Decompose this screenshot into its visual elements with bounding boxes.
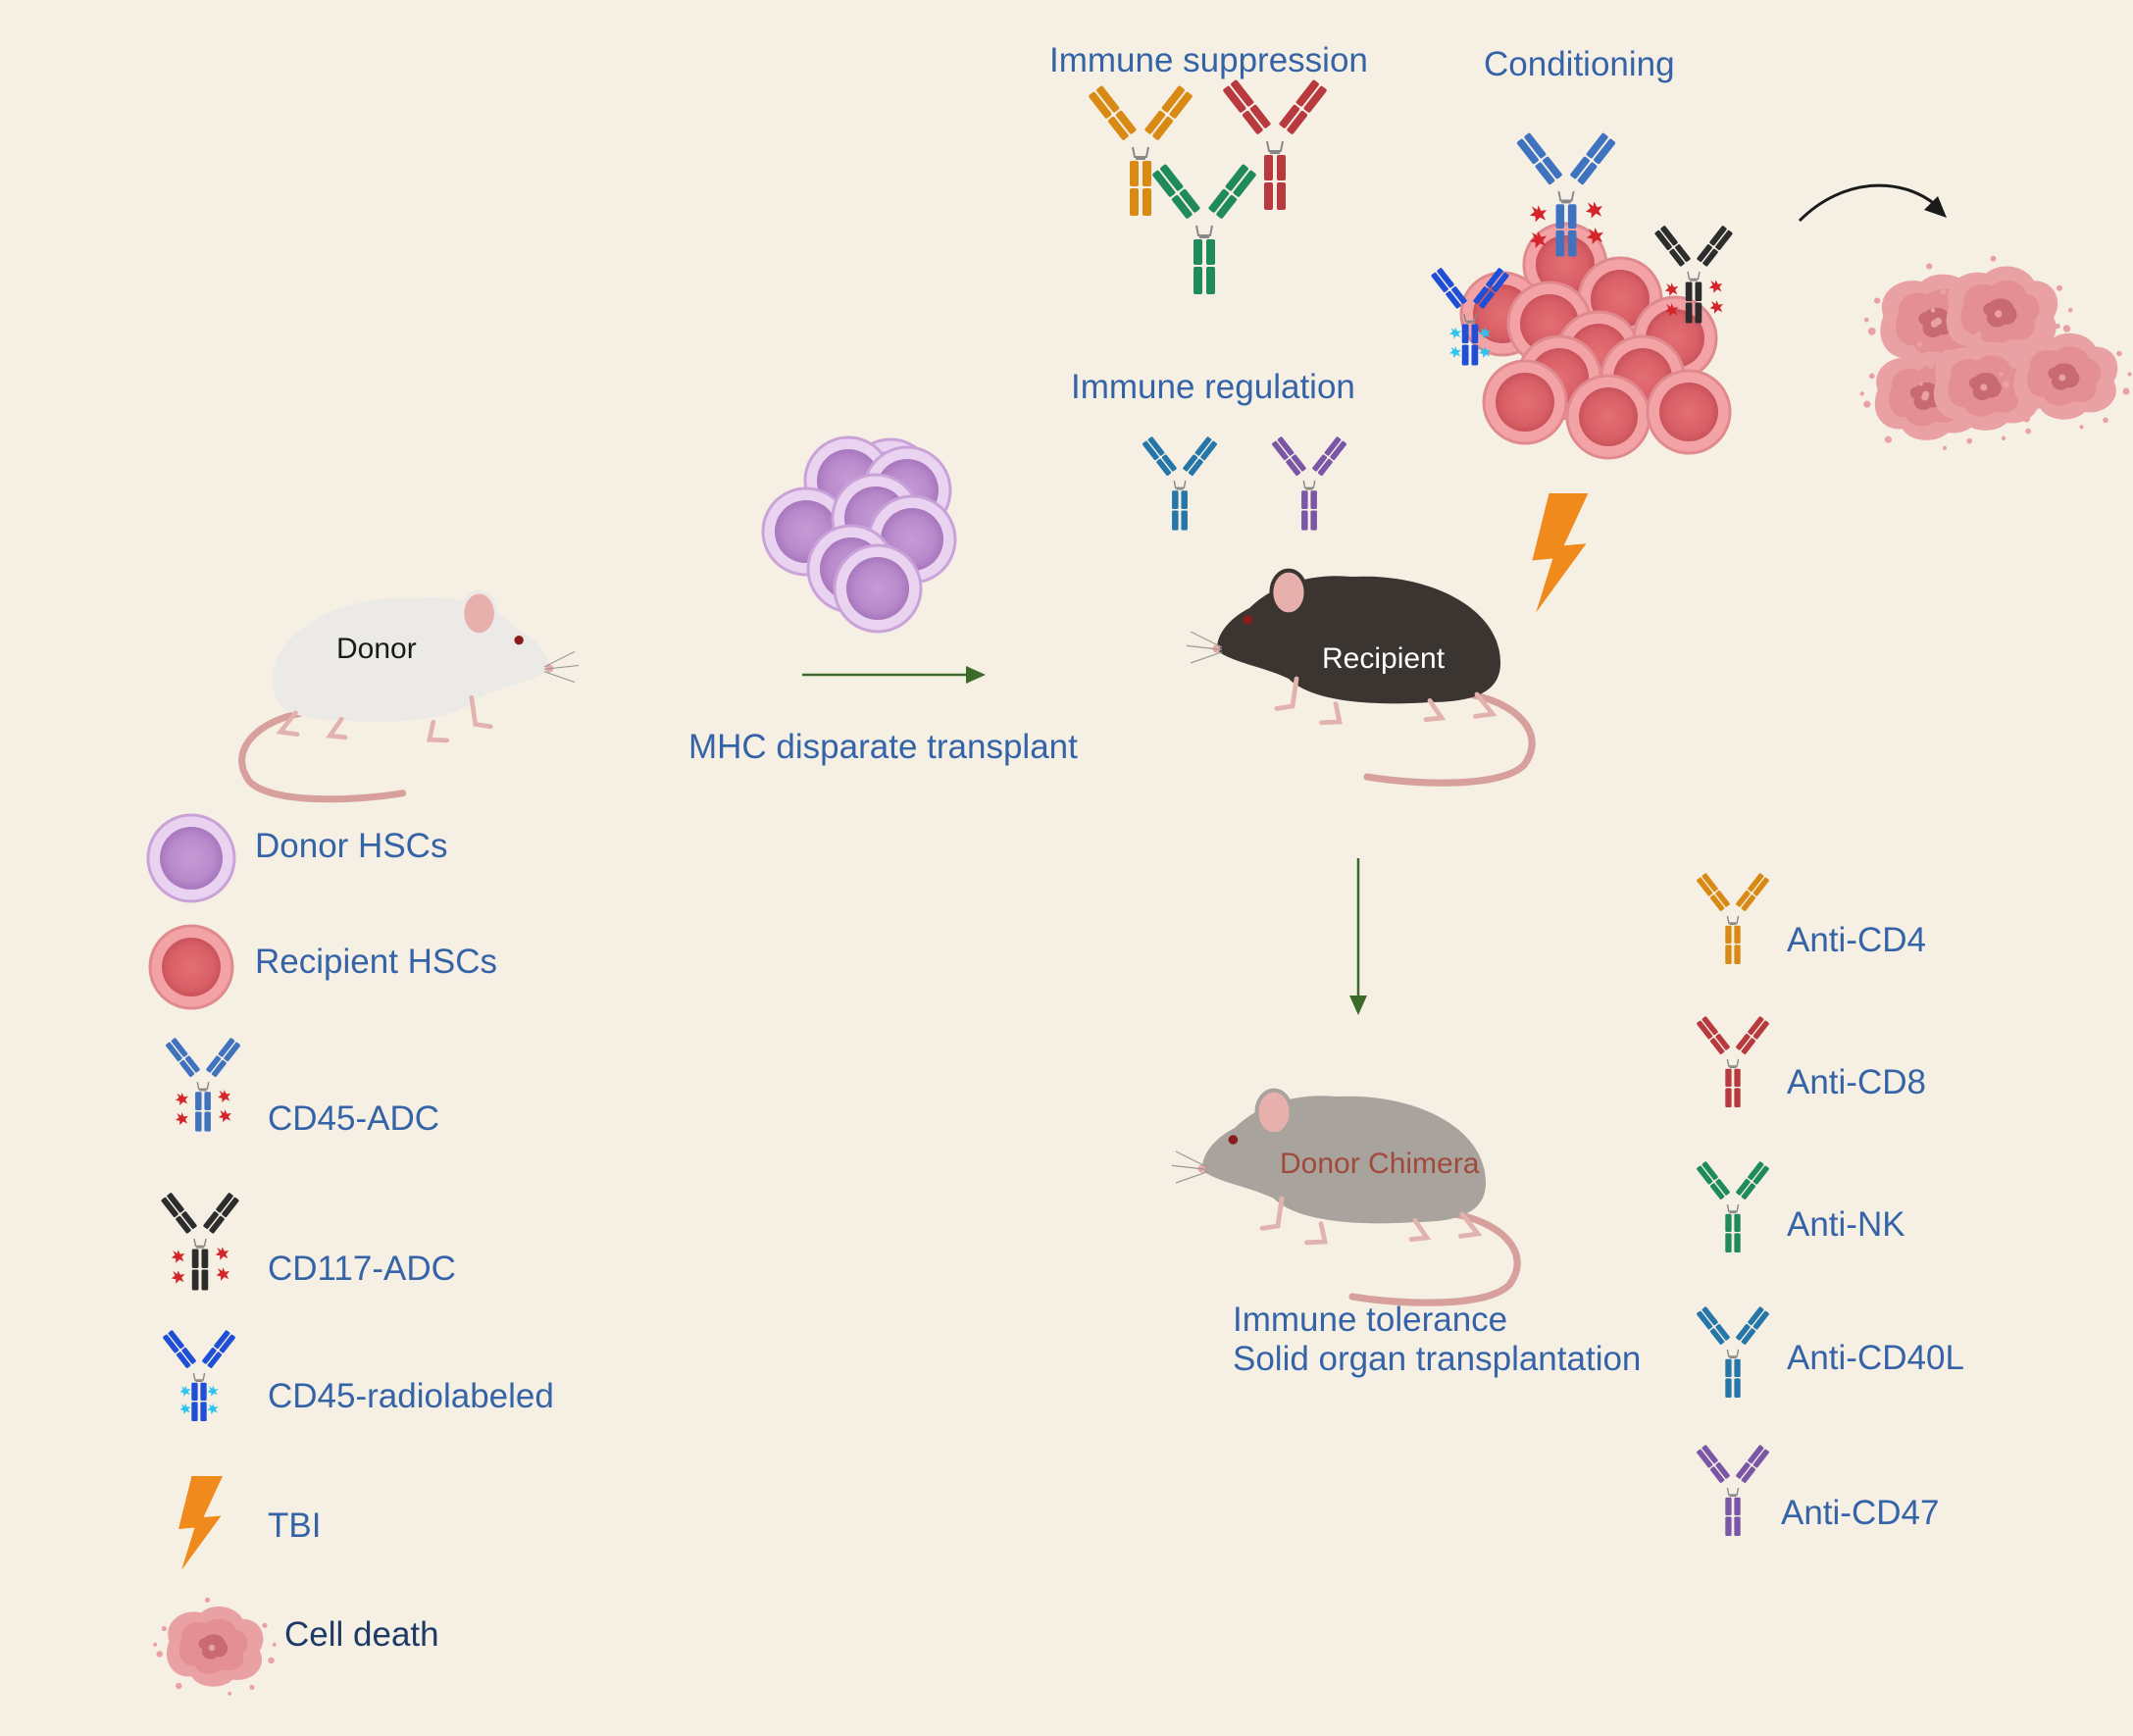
legend-label-recipient-hsc: Recipient HSCs	[255, 943, 498, 981]
anti-cd8-icon	[1695, 1015, 1771, 1108]
cd45-adc-icon	[165, 1038, 240, 1132]
legend-label-tbi: TBI	[268, 1506, 322, 1545]
legend-label-anti-cd4: Anti-CD4	[1787, 921, 1926, 959]
donor-mouse-label: Donor	[336, 633, 417, 665]
cd117-adc-icon	[161, 1193, 239, 1291]
recipient-hsc-icon	[148, 924, 234, 1010]
anti-cd47-icon	[1695, 1444, 1771, 1537]
immune-regulation-antibodies	[1141, 434, 1348, 532]
legend-label-anti-nk: Anti-NK	[1787, 1205, 1905, 1244]
legend-label-anti-cd40l: Anti-CD40L	[1787, 1339, 1964, 1377]
anti-cd4-icon	[1695, 872, 1771, 965]
donor-hsc-cluster-icon	[761, 435, 957, 634]
outcome-line-2: Solid organ transplantation	[1233, 1340, 1642, 1378]
legend-label-cd117-adc: CD117-ADC	[268, 1250, 456, 1288]
immune-suppression-antibodies	[1087, 77, 1329, 295]
recipient-mouse-icon	[1187, 571, 1532, 784]
legend-label-cd45-radiolabeled: CD45-radiolabeled	[268, 1377, 554, 1415]
tbi-lightning-icon	[1532, 493, 1589, 613]
legend-label-anti-cd8: Anti-CD8	[1787, 1063, 1926, 1101]
donor-mouse-icon	[242, 592, 579, 799]
lightning-icon	[178, 1476, 223, 1570]
chimera-arrow-icon	[1349, 858, 1367, 1015]
recipient-mouse-label: Recipient	[1322, 642, 1446, 675]
legend-label-cell-death: Cell death	[284, 1615, 439, 1654]
anti-cd40l-icon	[1695, 1305, 1771, 1399]
chimera-mouse-icon	[1172, 1091, 1517, 1303]
immune-suppression-heading: Immune suppression	[1049, 41, 1368, 79]
cell-death-icon	[153, 1597, 277, 1696]
chimera-mouse-label: Donor Chimera	[1280, 1148, 1480, 1180]
donor-hsc-icon	[146, 813, 236, 903]
legend-label-donor-hsc: Donor HSCs	[255, 827, 448, 865]
cd45-radiolabeled-icon	[163, 1330, 236, 1421]
immune-regulation-heading: Immune regulation	[1071, 368, 1355, 406]
outcome-line-1: Immune tolerance	[1233, 1301, 1508, 1339]
conditioning-heading: Conditioning	[1484, 45, 1675, 83]
transplant-label: MHC disparate transplant	[688, 728, 1078, 766]
transplant-arrow-icon	[802, 666, 986, 684]
legend-label-cd45-adc: CD45-ADC	[268, 1099, 440, 1138]
legend-label-anti-cd47: Anti-CD47	[1781, 1494, 1940, 1532]
anti-nk-icon	[1695, 1160, 1771, 1253]
cell-death-cluster-icon	[1859, 255, 2132, 450]
curved-arrow-icon	[1798, 183, 1947, 223]
